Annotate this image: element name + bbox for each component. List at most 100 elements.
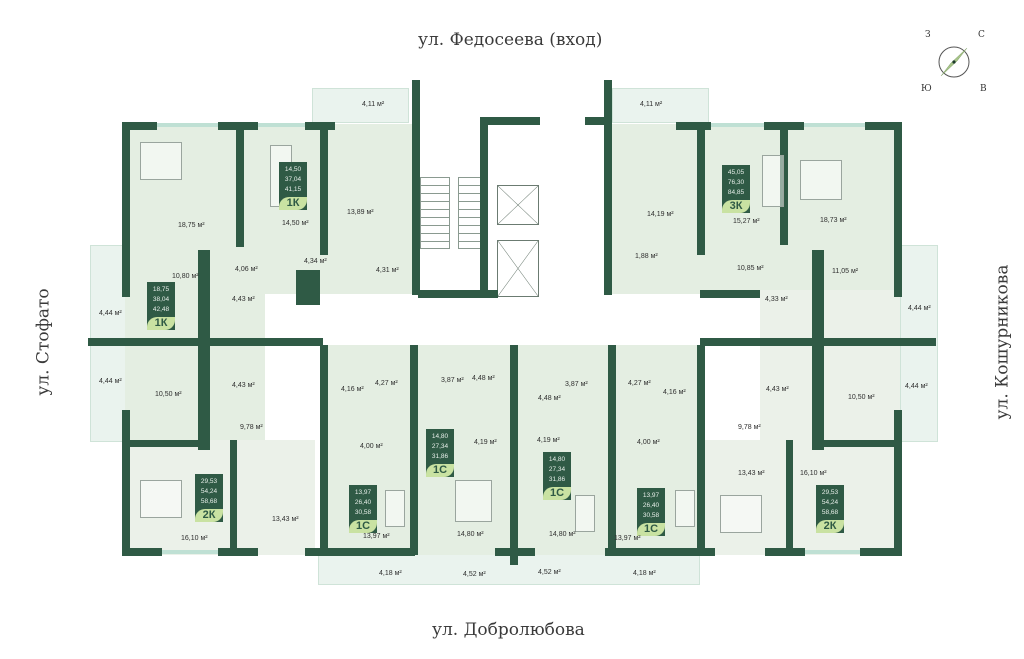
room-area: 13,43 м² — [738, 470, 765, 477]
room-area: 4,19 м² — [537, 437, 560, 444]
room-area: 13,89 м² — [347, 209, 374, 216]
room-area: 10,85 м² — [737, 265, 764, 272]
compass-north: С — [978, 30, 985, 40]
balcony — [312, 88, 409, 123]
sofa — [385, 490, 405, 527]
room-area: 13,43 м² — [272, 516, 299, 523]
wall — [198, 250, 210, 450]
apartment-badge[interactable]: 29,53 54,24 58,68 2К — [816, 485, 844, 533]
apartment-type: 1К — [279, 197, 307, 210]
apartment-badge[interactable]: 29,53 54,24 58,68 2К — [195, 474, 223, 522]
window — [162, 550, 218, 554]
room-area: 4,44 м² — [99, 310, 122, 317]
wall — [296, 270, 320, 305]
room-area: 4,44 м² — [905, 383, 928, 390]
room-area: 18,73 м² — [820, 217, 847, 224]
compass-west: З — [925, 30, 931, 40]
room-area: 14,80 м² — [549, 531, 576, 538]
room-area: 15,27 м² — [733, 218, 760, 225]
apartment-badge[interactable]: 13,97 26,40 30,58 1С — [349, 485, 377, 533]
apartment-right — [760, 290, 900, 450]
wall — [697, 125, 705, 255]
sofa — [675, 490, 695, 527]
balcony — [612, 88, 709, 123]
apartment-type: 1С — [349, 520, 377, 533]
room-area: 14,50 м² — [282, 220, 309, 227]
balcony — [318, 553, 700, 585]
room-area: 4,27 м² — [375, 380, 398, 387]
room-area: 10,50 м² — [848, 394, 875, 401]
wall — [230, 440, 237, 555]
room-area: 14,19 м² — [647, 211, 674, 218]
room-area: 4,43 м² — [766, 386, 789, 393]
apartment-badge[interactable]: 14,80 27,34 31,86 1С — [426, 429, 454, 477]
bed — [720, 495, 762, 533]
apartment-type: 2К — [816, 520, 844, 533]
room-area: 10,50 м² — [155, 391, 182, 398]
apartment-badge[interactable]: 14,50 37,04 41,15 1К — [279, 162, 307, 210]
wall — [122, 410, 130, 555]
window — [804, 123, 865, 127]
wall — [604, 80, 612, 295]
wall — [786, 440, 793, 555]
room-area: 16,10 м² — [800, 470, 827, 477]
bed — [455, 480, 492, 522]
wall — [510, 345, 518, 565]
room-area: 4,00 м² — [637, 439, 660, 446]
room-area: 4,16 м² — [341, 386, 364, 393]
wall — [894, 410, 902, 555]
wall — [320, 345, 328, 555]
apartment-type: 1К — [147, 317, 175, 330]
room-area: 4,18 м² — [379, 570, 402, 577]
compass-icon — [938, 46, 970, 78]
wall — [780, 125, 788, 245]
room-area: 13,97 м² — [614, 535, 641, 542]
apartment-type: 2К — [195, 509, 223, 522]
room-area: 4,52 м² — [463, 571, 486, 578]
bed — [140, 480, 182, 518]
street-right: ул. Кошурникова — [992, 264, 1013, 420]
room-area: 4,52 м² — [538, 569, 561, 576]
room-area: 4,44 м² — [99, 378, 122, 385]
compass: З С Ю В — [920, 28, 990, 98]
apartment-type: 1С — [543, 487, 571, 500]
room-area: 3,87 м² — [565, 381, 588, 388]
room-area: 4,11 м² — [362, 101, 385, 108]
wall — [765, 548, 805, 556]
wall — [697, 345, 705, 555]
wall — [122, 122, 130, 297]
bed — [140, 142, 182, 180]
apartment-3k — [610, 124, 900, 294]
apartment-badge[interactable]: 18,75 38,04 42,48 1К — [147, 282, 175, 330]
wall — [320, 125, 328, 255]
room-area: 4,18 м² — [633, 570, 656, 577]
apartment-badge[interactable]: 14,80 27,34 31,86 1С — [543, 452, 571, 500]
elevator — [497, 240, 539, 297]
apartment-badge[interactable]: 45,05 76,30 84,85 3К — [722, 165, 750, 213]
apartment-badge[interactable]: 13,97 26,40 30,58 1С — [637, 488, 665, 536]
wall — [218, 548, 258, 556]
street-top: ул. Федосеева (вход) — [418, 30, 603, 50]
apartment-type: 3К — [722, 200, 750, 213]
wall — [585, 117, 605, 125]
room-area: 3,87 м² — [441, 377, 464, 384]
room-area: 14,80 м² — [457, 531, 484, 538]
room-area: 4,31 м² — [376, 267, 399, 274]
room-area: 4,44 м² — [908, 305, 931, 312]
wall — [480, 117, 488, 297]
room-area: 1,88 м² — [635, 253, 658, 260]
compass-south: Ю — [921, 84, 932, 94]
room-area: 16,10 м² — [181, 535, 208, 542]
street-left: ул. Стофато — [33, 288, 54, 396]
room-area: 4,00 м² — [360, 443, 383, 450]
sofa — [762, 155, 784, 207]
room-area: 4,43 м² — [232, 382, 255, 389]
wall — [812, 250, 824, 450]
apartment-1k-left — [125, 250, 265, 450]
apartment-type: 1С — [637, 523, 665, 536]
sofa — [575, 495, 595, 532]
room-area: 4,27 м² — [628, 380, 651, 387]
bed — [800, 160, 842, 200]
wall — [608, 345, 616, 555]
